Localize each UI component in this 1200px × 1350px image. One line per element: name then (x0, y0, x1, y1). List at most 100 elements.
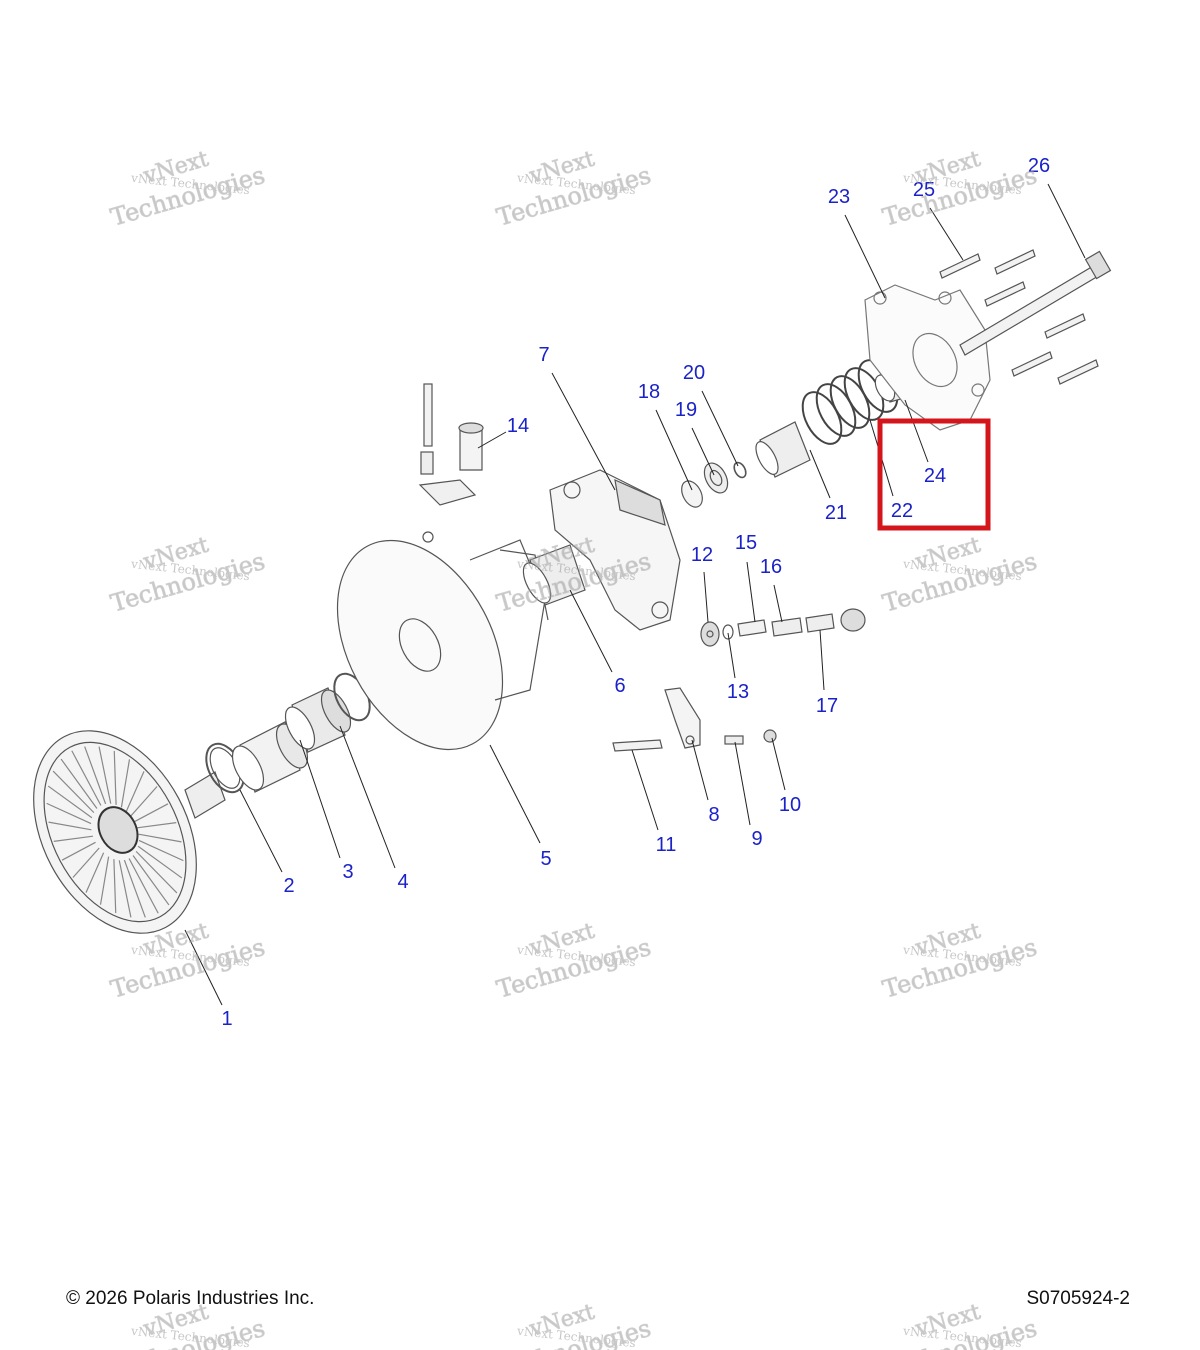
leader-line-15 (746, 561, 756, 623)
callout-15[interactable]: 15 (735, 532, 757, 554)
callout-14[interactable]: 14 (507, 415, 529, 437)
part-8-weight (664, 687, 701, 749)
highlight-box (877, 418, 991, 531)
part-13-washer (722, 624, 734, 640)
leader-line-23 (844, 214, 886, 299)
fin (118, 860, 132, 918)
leader-line-11 (631, 749, 659, 831)
leader-line-21 (809, 449, 831, 499)
leader-line-17 (819, 629, 825, 691)
fin (47, 785, 93, 819)
part-11-bolt (612, 739, 663, 752)
fin (46, 802, 92, 825)
fin (84, 746, 107, 805)
leader-line-4 (339, 725, 396, 869)
fin (99, 856, 110, 905)
fin (113, 750, 117, 805)
leader-line-14 (477, 431, 507, 449)
part-5-movable-sheave (336, 539, 549, 751)
part-1-fixed-sheave (33, 730, 226, 934)
callout-4[interactable]: 4 (397, 871, 408, 893)
callout-18[interactable]: 18 (638, 381, 660, 403)
copyright-text: © 2026 Polaris Industries Inc. (66, 1288, 315, 1309)
callout-5[interactable]: 5 (540, 848, 551, 870)
callout-9[interactable]: 9 (751, 828, 762, 850)
fin (134, 803, 169, 823)
part-7-spider (549, 469, 681, 631)
part-10-nut (763, 729, 777, 743)
callout-13[interactable]: 13 (727, 681, 749, 703)
leader-line-10 (771, 737, 786, 791)
leader-line-16 (773, 584, 783, 623)
callout-11[interactable]: 11 (656, 834, 677, 856)
part-25-bolts (939, 249, 1099, 385)
callout-25[interactable]: 25 (913, 179, 935, 201)
leader-line-19 (691, 427, 715, 476)
leader-line-8 (691, 739, 709, 801)
leader-line-25 (929, 207, 964, 261)
bolt (1044, 313, 1086, 339)
fin (125, 771, 145, 812)
callout-3[interactable]: 3 (342, 861, 353, 883)
callout-6[interactable]: 6 (614, 675, 625, 697)
callout-17[interactable]: 17 (816, 695, 838, 717)
part-4-bushing (284, 687, 352, 753)
callout-2[interactable]: 2 (283, 875, 294, 897)
callout-10[interactable]: 10 (779, 794, 801, 816)
leader-line-12 (703, 571, 709, 623)
callout-23[interactable]: 23 (828, 186, 850, 208)
leader-line-5 (489, 744, 541, 844)
part-15-pin (737, 619, 767, 637)
part-6-bushing (522, 544, 586, 606)
fin (138, 839, 184, 862)
callout-19[interactable]: 19 (675, 399, 697, 421)
part-23-cover (864, 284, 991, 431)
fin (137, 845, 183, 879)
part-14-roller (418, 383, 484, 543)
callout-12[interactable]: 12 (691, 544, 713, 566)
callout-20[interactable]: 20 (683, 362, 705, 384)
callout-1[interactable]: 1 (221, 1008, 232, 1030)
bolt (1011, 351, 1053, 377)
fin (60, 758, 98, 809)
fin (71, 750, 102, 806)
callout-22[interactable]: 22 (891, 500, 913, 522)
fin (85, 852, 105, 893)
fin (130, 786, 158, 817)
callout-7[interactable]: 7 (538, 344, 549, 366)
part-number: S0705924-2 (1026, 1288, 1130, 1309)
callout-24[interactable]: 24 (924, 465, 946, 487)
callout-21[interactable]: 21 (825, 502, 847, 524)
sheave-fins (46, 746, 184, 918)
fin (138, 833, 182, 843)
callout-8[interactable]: 8 (708, 804, 719, 826)
part-18-washer (681, 480, 703, 508)
callout-26[interactable]: 26 (1028, 155, 1050, 177)
leader-line-6 (569, 589, 613, 673)
fin (120, 759, 131, 808)
parts-drawing (33, 249, 1112, 934)
part-19-washer (703, 462, 729, 494)
fin (136, 822, 177, 829)
fin (61, 841, 96, 861)
part-20-ring (733, 461, 747, 479)
leader-line-18 (655, 409, 693, 491)
part-21-sleeve (755, 421, 811, 478)
leader-line-7 (551, 372, 616, 491)
leader-line-1 (184, 929, 223, 1006)
part-3-bushing (231, 721, 309, 793)
callout-16[interactable]: 16 (760, 556, 782, 578)
fin (113, 859, 117, 914)
bolt (984, 281, 1026, 307)
leader-line-20 (701, 390, 739, 467)
bolt (1057, 359, 1099, 385)
